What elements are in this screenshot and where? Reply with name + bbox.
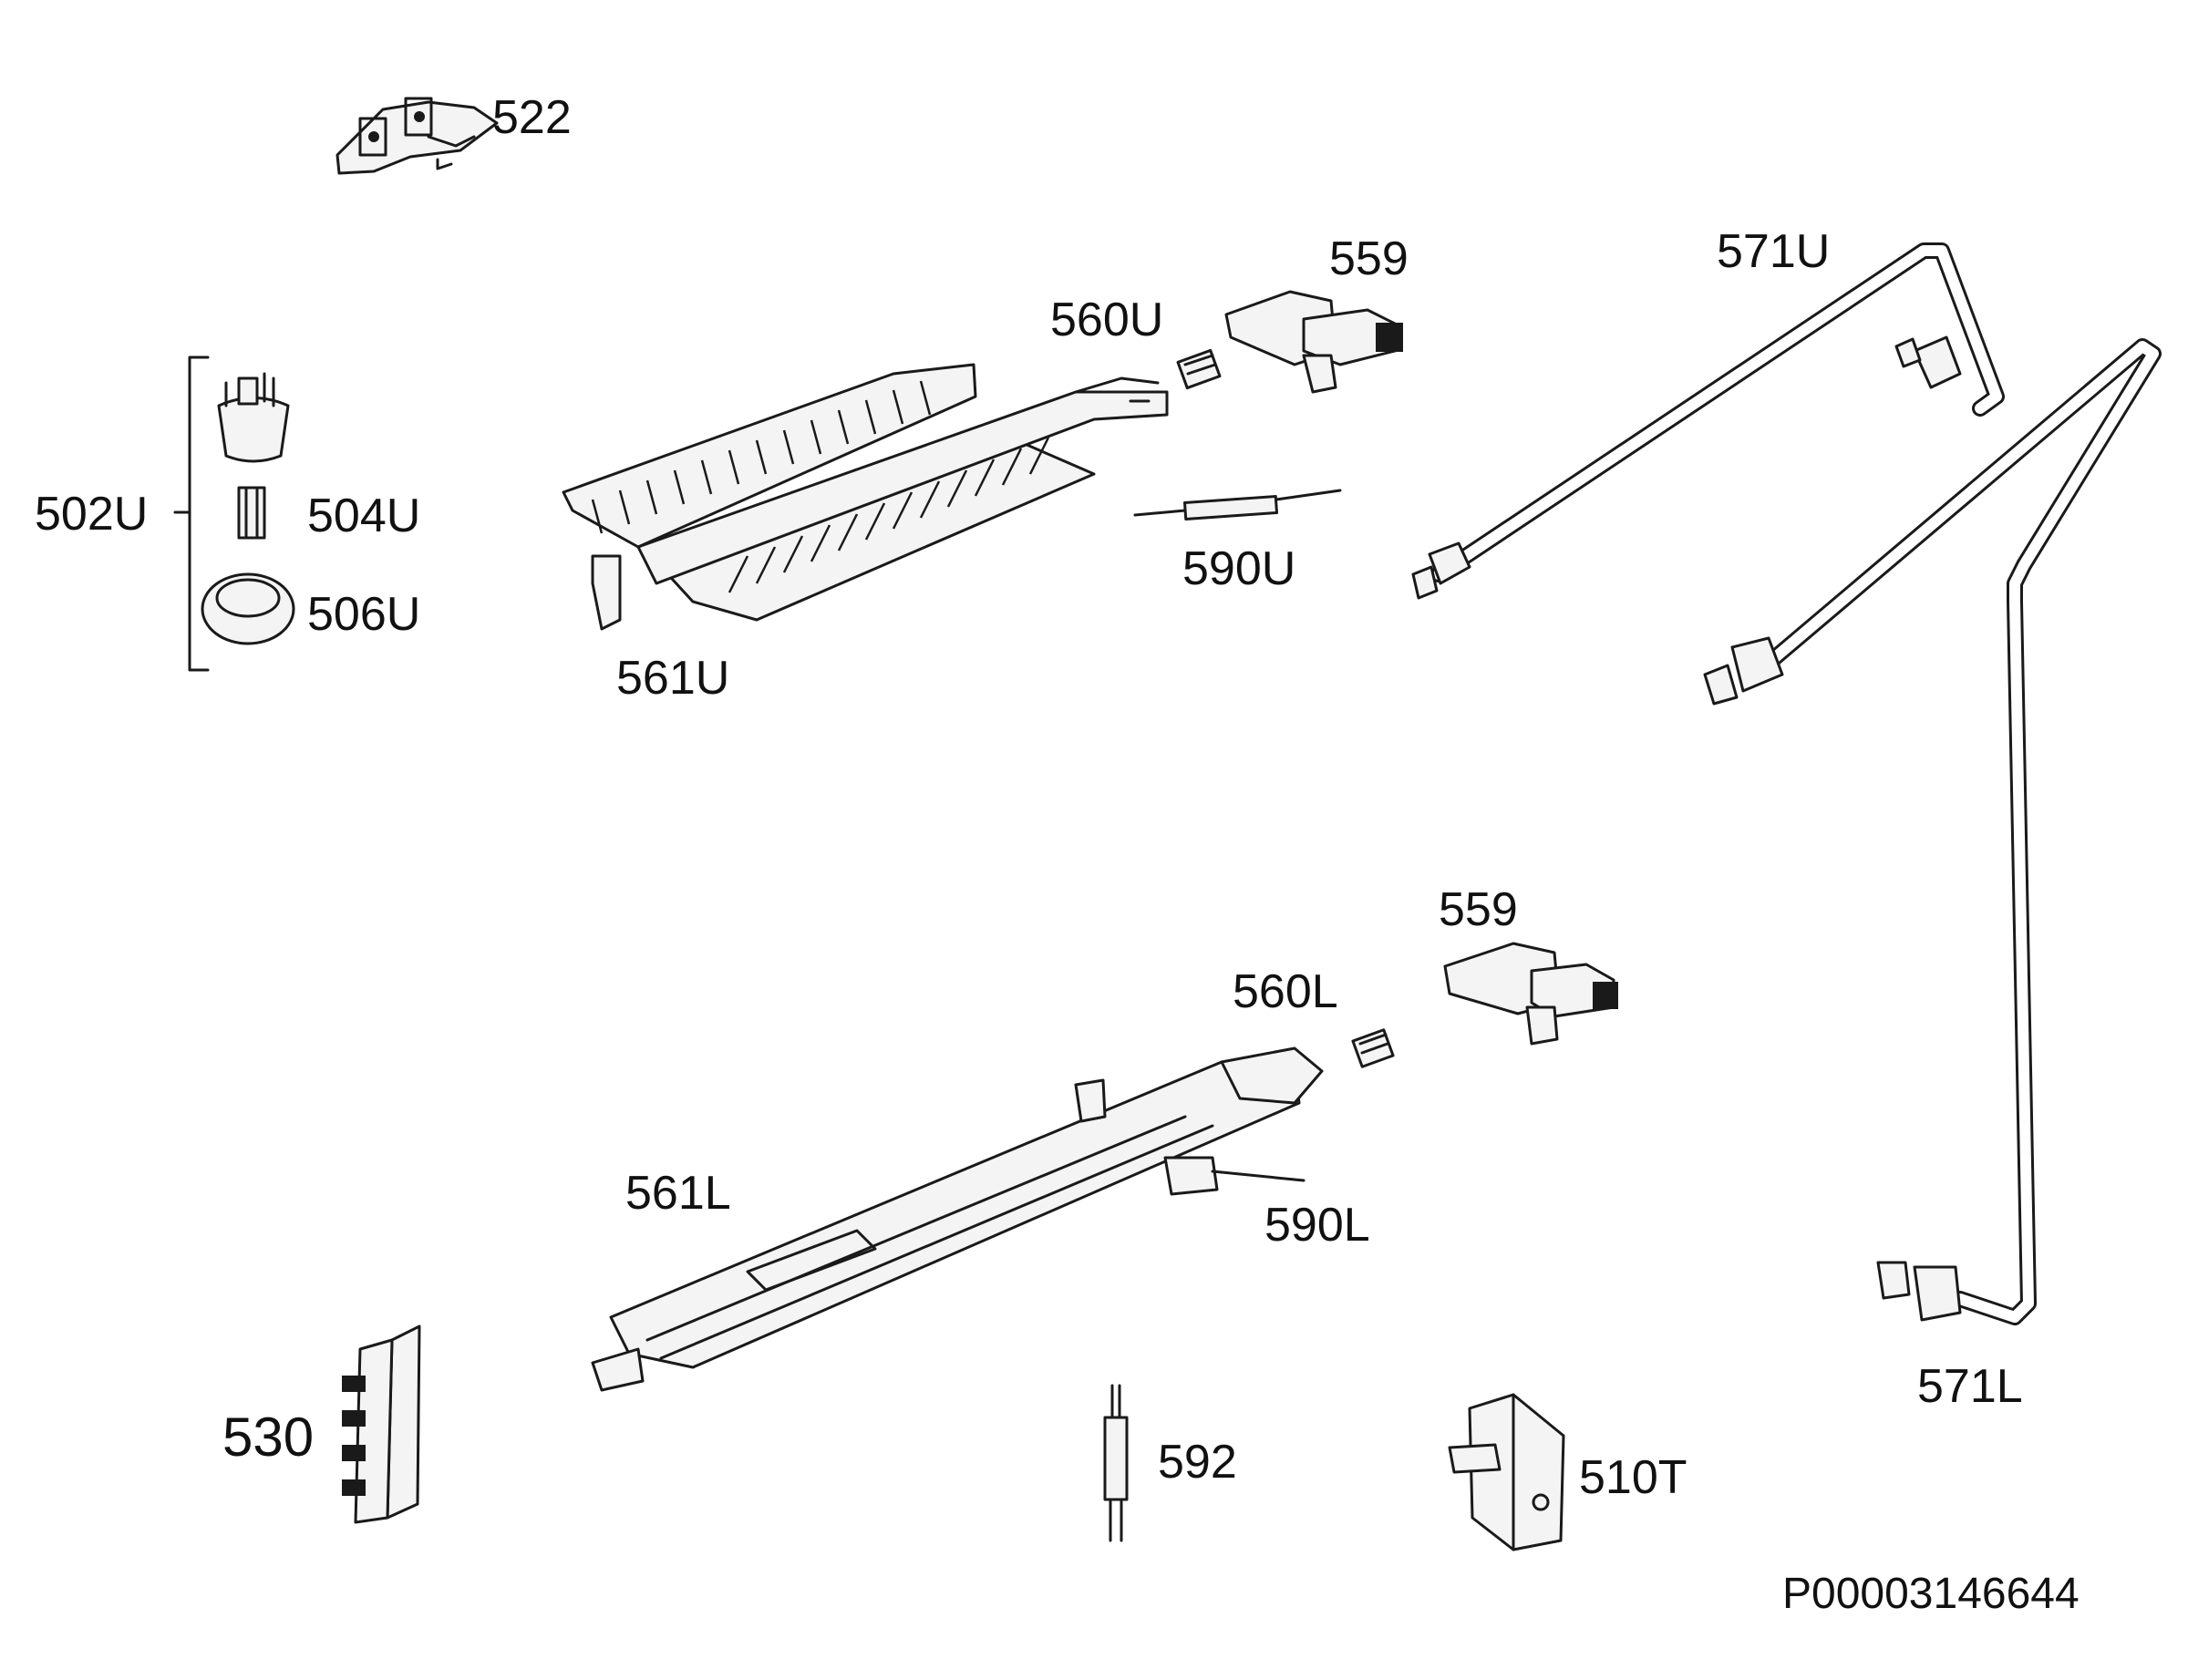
label-530: 530: [222, 1407, 315, 1468]
label-561U: 561U: [616, 652, 730, 705]
label-504U: 504U: [307, 490, 421, 542]
part-504U-adapter: [237, 486, 266, 540]
part-592-probe: [1103, 1384, 1129, 1542]
label-561L: 561L: [625, 1167, 731, 1220]
part-571L-gas-tube: [1703, 338, 2162, 1325]
part-590U-thermocouple: [1133, 489, 1342, 520]
part-560L-injector: [1351, 1028, 1395, 1068]
part-506U-knob: [201, 572, 295, 645]
part-561U-grill-burner: [562, 363, 1169, 631]
label-560U: 560U: [1050, 294, 1164, 346]
part-510T-ignition-module: [1448, 1393, 1565, 1551]
label-506U: 506U: [307, 588, 421, 641]
part-561U-slats: [591, 380, 1050, 593]
part-502U-knob-base: [217, 372, 290, 463]
part-522-bracket: [335, 97, 499, 175]
label-592: 592: [1158, 1436, 1237, 1489]
label-502U: 502U: [35, 488, 149, 541]
part-561L-oven-burner: [591, 1046, 1324, 1392]
diagram-code: P00003146644: [1782, 1570, 2080, 1618]
part-559-lower-valve: [1443, 942, 1618, 1046]
part-571U-gas-tube: [1411, 242, 2005, 600]
label-590U: 590U: [1182, 542, 1296, 595]
label-522: 522: [492, 91, 572, 144]
label-510T: 510T: [1579, 1451, 1687, 1504]
label-559-upper: 559: [1329, 232, 1409, 285]
label-590L: 590L: [1264, 1199, 1370, 1252]
part-590L-thermocouple: [1163, 1156, 1306, 1196]
part-530-terminal-block: [342, 1324, 421, 1524]
part-502U-group-bracket: [173, 356, 210, 672]
label-559-lower: 559: [1439, 883, 1518, 936]
label-560L: 560L: [1233, 965, 1338, 1018]
label-571U: 571U: [1717, 225, 1831, 278]
label-571L: 571L: [1917, 1360, 2023, 1413]
part-560U-injector: [1176, 348, 1222, 390]
part-559-upper-valve: [1224, 290, 1403, 394]
